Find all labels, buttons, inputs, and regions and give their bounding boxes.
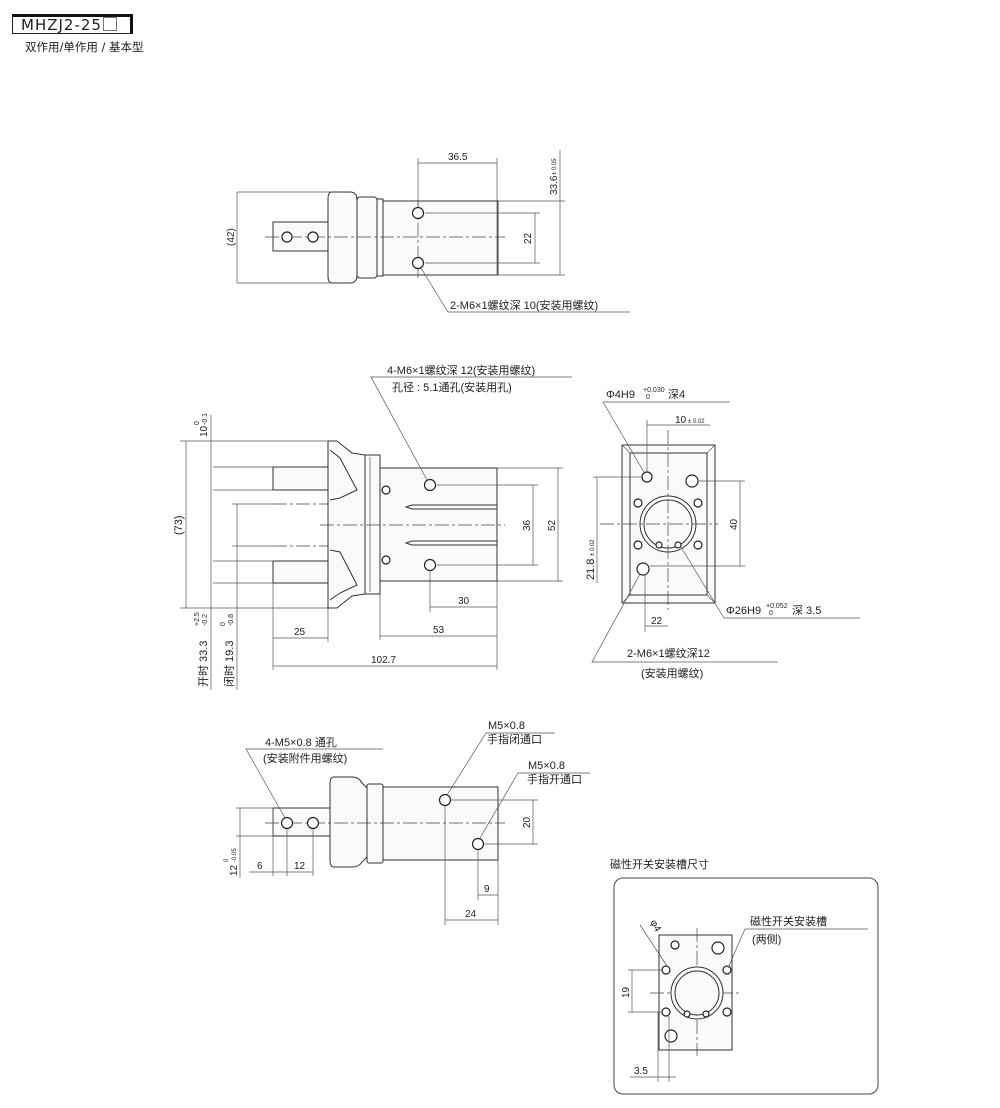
pin-tol-lower: 0 bbox=[646, 394, 650, 401]
finger-upper bbox=[272, 466, 330, 491]
open-dim: 开时 33.3 bbox=[197, 641, 210, 687]
end-cap bbox=[329, 776, 368, 868]
port-close-note-1: M5×0.8 bbox=[488, 720, 525, 732]
open-tol-lower: -0.2 bbox=[202, 614, 209, 626]
end-view: 10 ± 0.02 40 21.8 ± 0.02 22 Φ4H9 +0.030 … bbox=[585, 387, 860, 680]
bottom-dim-6: 6 bbox=[257, 861, 263, 872]
slot-dim-3-5: 3.5 bbox=[634, 1066, 648, 1077]
mount-note-1: 4-M5×0.8 通孔 bbox=[265, 736, 337, 749]
dim-102-7: 102.7 bbox=[371, 655, 396, 666]
model-number-box: MHZJ2-25 bbox=[12, 14, 133, 34]
model-suffix-box bbox=[102, 17, 117, 31]
dim-10-tol-lower: -0.1 bbox=[202, 413, 209, 425]
mount-note-2: (安装附件用螺纹) bbox=[263, 751, 347, 765]
bottom-view: 20 9 24 12 0 -0.05 6 12 4-M5×0.8 通孔 (安装附… bbox=[224, 720, 590, 925]
bottom-dim-24: 24 bbox=[465, 909, 477, 920]
top-view: 22 36.5 33.6 ± 0.05 (42) 2-M6×1螺纹深 10(安装… bbox=[226, 150, 630, 313]
dim-22: 22 bbox=[523, 232, 534, 244]
switch-slot-title: 磁性开关安装槽尺寸 bbox=[610, 857, 709, 871]
port-open-note-1: M5×0.8 bbox=[528, 760, 565, 772]
model-number: MHZJ2-25 bbox=[21, 16, 102, 34]
end-dim-21-8-tol: ± 0.02 bbox=[590, 539, 596, 556]
flange bbox=[364, 454, 381, 595]
end-dim-21-8: 21.8 bbox=[585, 559, 597, 580]
port-close bbox=[438, 793, 452, 807]
dim-10: 10 bbox=[199, 425, 210, 437]
bore-depth: 深 3.5 bbox=[792, 604, 821, 617]
neck bbox=[356, 196, 378, 279]
finger-lower bbox=[272, 560, 330, 584]
dim-42: (42) bbox=[226, 228, 237, 246]
dim-53: 53 bbox=[433, 625, 445, 636]
pin-hole bbox=[641, 471, 653, 483]
closed-dim: 闭时 19.3 bbox=[223, 641, 236, 687]
closed-tol-lower: -0.8 bbox=[228, 614, 235, 626]
slot-label-1: 磁性开关安装槽 bbox=[750, 914, 827, 928]
open-tol-upper: +2.5 bbox=[194, 612, 201, 626]
port-open-note-2: 手指开通口 bbox=[527, 772, 582, 786]
dim-25: 25 bbox=[294, 627, 306, 638]
bottom-dim-12v: 12 bbox=[229, 864, 240, 876]
bottom-dim-9: 9 bbox=[484, 884, 490, 895]
dim-33-6: 33.6 bbox=[549, 175, 560, 195]
pin-tol-upper: +0.030 bbox=[643, 387, 665, 394]
port-close-note-2: 手指闭通口 bbox=[487, 732, 542, 746]
slot-dim-phi4: φ4 bbox=[647, 918, 663, 934]
side-view: 36 52 30 53 25 102.7 (73) 10 0 -0.1 开时 3… bbox=[173, 363, 572, 690]
switch-slot-detail: 磁性开关安装槽尺寸 19 3.5 φ4 磁性开关安装槽 (两侧) bbox=[610, 857, 879, 1095]
top-thread-note: 2-M6×1螺纹深 10(安装用螺纹) bbox=[450, 298, 598, 312]
slot-dim-19: 19 bbox=[621, 986, 632, 998]
bore-tol-upper: +0.052 bbox=[766, 603, 788, 610]
end-dim-22: 22 bbox=[651, 616, 663, 627]
pin-note: Φ4H9 bbox=[606, 389, 635, 401]
body bbox=[379, 467, 498, 582]
bottom-dim-12v-tol-upper: 0 bbox=[224, 858, 230, 862]
body bbox=[382, 200, 499, 276]
dim-33-6-tol: ± 0.05 bbox=[552, 158, 558, 175]
bottom-dim-20: 20 bbox=[522, 816, 533, 828]
port-open bbox=[471, 837, 485, 851]
model-subtitle: 双作用/单作用 / 基本型 bbox=[25, 40, 144, 54]
dim-30: 30 bbox=[458, 596, 470, 607]
dim-73: (73) bbox=[173, 515, 185, 535]
mount-hole bbox=[411, 206, 425, 220]
end-dim-10-tol: ± 0.02 bbox=[688, 419, 705, 425]
side-thread-note-2: 孔径 : 5.1通孔(安装用孔) bbox=[392, 380, 512, 394]
bottom-dim-12v-tol-lower: -0.05 bbox=[232, 848, 238, 862]
end-thread-note-2: (安装用螺纹) bbox=[641, 666, 703, 680]
detail-frame bbox=[613, 877, 879, 1095]
end-dim-10: 10 bbox=[675, 415, 687, 426]
end-dim-40: 40 bbox=[729, 518, 740, 530]
end-thread-note-1: 2-M6×1螺纹深12 bbox=[627, 646, 710, 660]
slot-label-2: (两侧) bbox=[752, 933, 781, 946]
side-thread-note-1: 4-M6×1螺纹深 12(安装用螺纹) bbox=[387, 363, 535, 377]
pin-depth: 深4 bbox=[668, 388, 685, 401]
dim-36: 36 bbox=[522, 519, 533, 531]
dim-52: 52 bbox=[547, 519, 558, 531]
bore-tol-lower: 0 bbox=[769, 610, 773, 617]
mount-hole bbox=[411, 256, 425, 270]
bore-note: Φ26H9 bbox=[726, 605, 761, 617]
end-cap bbox=[327, 440, 366, 609]
end-cap bbox=[327, 191, 358, 284]
bottom-dim-12: 12 bbox=[294, 861, 306, 872]
dim-10-tol-upper: 0 bbox=[194, 421, 201, 425]
dim-36-5: 36.5 bbox=[448, 152, 468, 163]
closed-tol-upper: 0 bbox=[220, 622, 227, 626]
finger-tab bbox=[272, 221, 330, 252]
